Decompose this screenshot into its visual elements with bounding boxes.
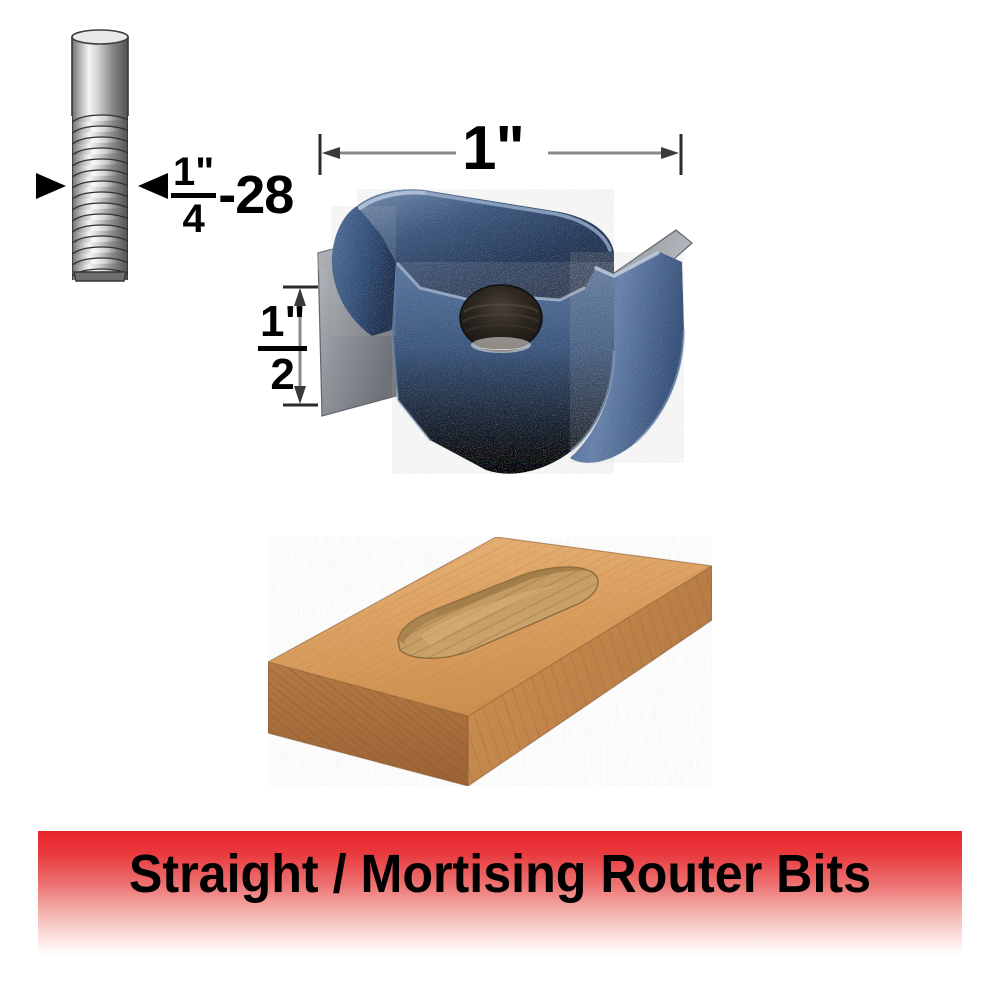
wood-workpiece-figure <box>267 536 714 787</box>
mortise-left-wall <box>398 610 438 644</box>
cutter-body-front <box>392 262 614 474</box>
arbor-end-face <box>73 271 127 282</box>
cutter-center-bore <box>459 284 543 353</box>
height-fraction: 1" 2 <box>258 297 308 399</box>
cutter-body-left-arm <box>331 206 396 336</box>
cutter-body-right-lobe <box>570 252 684 463</box>
width-dimension-line <box>318 134 683 175</box>
thread-fraction: 1" 4 <box>171 150 217 241</box>
mortise-floor-highlight <box>420 584 560 646</box>
wood-edges <box>267 536 714 787</box>
wood-front-grain <box>268 662 468 786</box>
thread-arrow-left <box>36 173 66 199</box>
width-dimension-label: 1" <box>462 114 525 183</box>
thread-fraction-bar <box>171 193 217 198</box>
wood-right-grain <box>468 566 712 786</box>
height-fraction-denominator: 2 <box>270 350 295 399</box>
thread-dimension-arrows <box>36 173 168 199</box>
thread-pitch-suffix: -28 <box>218 164 294 225</box>
mortising-cutter-figure <box>317 189 693 474</box>
cutter-body-top <box>357 189 614 302</box>
thread-arrow-right <box>138 173 168 199</box>
product-category-title: Straight / Mortising Router Bits <box>128 844 872 904</box>
height-fraction-numerator: 1" <box>260 297 306 346</box>
thread-fraction-denominator: 4 <box>182 197 205 241</box>
threaded-arbor-figure <box>71 29 129 282</box>
arbor-smooth-shank <box>71 29 129 116</box>
mortise-far-wall <box>434 567 592 617</box>
thread-fraction-numerator: 1" <box>173 150 215 194</box>
height-dimension-label: 1" 2 <box>258 297 308 399</box>
thread-dimension-label: 1" 4 -28 <box>171 150 294 241</box>
height-fraction-bar <box>258 346 308 351</box>
arbor-thread-helix <box>72 112 128 280</box>
mortise-slot <box>397 566 599 659</box>
cutter-body-highlights <box>358 190 686 452</box>
product-category-banner: Straight / Mortising Router Bits <box>38 831 962 955</box>
